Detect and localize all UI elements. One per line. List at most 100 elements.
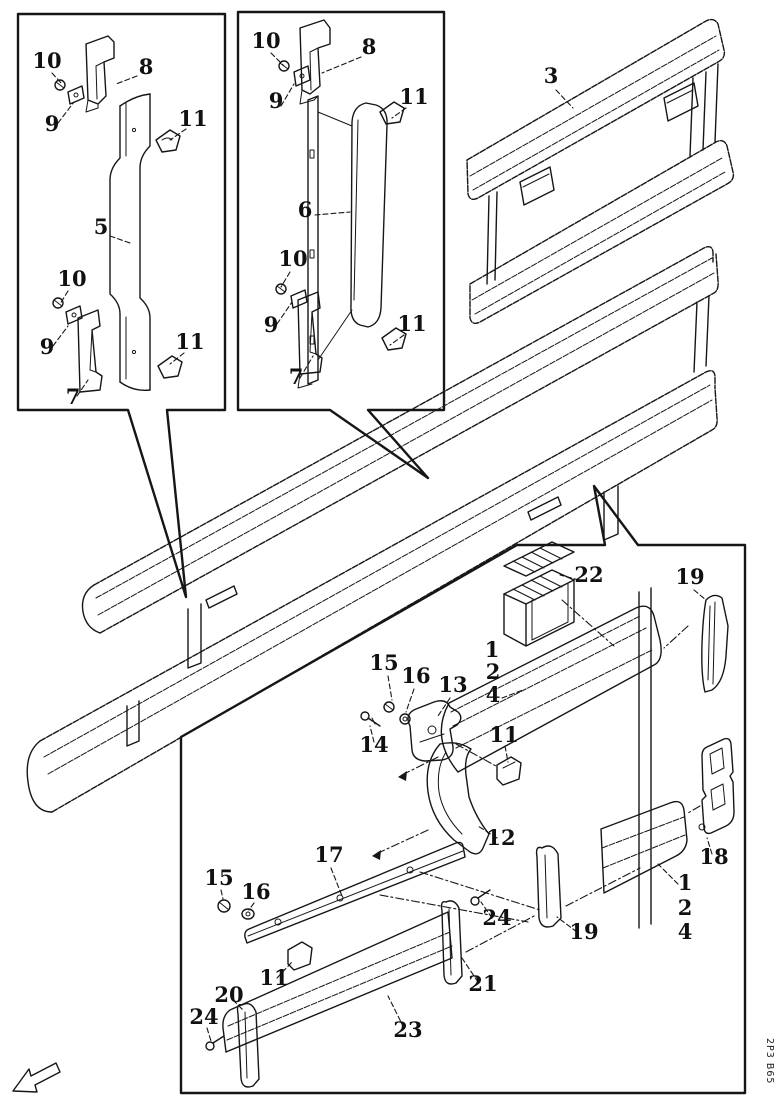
assembly-axis [455,743,497,767]
part-24-screw [470,889,491,906]
part-11-clip [381,327,407,351]
callout-detail-c-2[interactable]: 2 [486,659,501,684]
leader-lines-b [270,52,407,379]
callout-detail-a-10[interactable]: 10 [57,266,86,291]
detail-box-a-border [16,12,227,599]
callout-detail-c-13[interactable]: 13 [438,672,467,697]
callout-detail-c-20[interactable]: 20 [214,982,243,1007]
axis-arrowhead [398,771,407,781]
part-10-screw [52,297,64,309]
callout-detail-c-14[interactable]: 14 [359,732,388,757]
callout-detail-c-11[interactable]: 11 [489,722,518,747]
detail-box-c [179,484,747,1095]
callout-detail-b-8[interactable]: 8 [362,34,377,59]
callout-detail-c-2[interactable]: 2 [678,895,693,920]
callout-detail-b-11[interactable]: 11 [399,84,428,109]
part-11-clip [496,756,522,786]
callout-detail-c-23[interactable]: 23 [393,1017,422,1042]
callout-detail-a-10[interactable]: 10 [32,48,61,73]
callout-detail-c-15[interactable]: 15 [204,865,233,890]
part-13-bracket [407,700,462,762]
assembly-axis [561,599,615,647]
part-11-clip [287,941,313,971]
callout-detail-a-11[interactable]: 11 [175,329,204,354]
part-9-plate [67,85,85,105]
part-12-bracket [426,742,490,855]
callout-detail-c-12[interactable]: 12 [486,825,515,850]
callout-detail-c-19[interactable]: 19 [675,564,704,589]
direction-arrow-icon [12,1062,61,1093]
callout-detail-c-22[interactable]: 22 [574,562,603,587]
callout-detail-a-7[interactable]: 7 [66,384,81,409]
assembly-axis [375,829,429,855]
part-18-bracket [698,737,735,835]
callout-detail-b-9[interactable]: 9 [264,312,279,337]
callout-detail-c-18[interactable]: 18 [699,844,728,869]
callout-detail-c-1[interactable]: 1 [485,637,500,662]
leader-lines-c [206,574,713,1042]
callout-detail-b-10[interactable]: 10 [278,246,307,271]
detail-box-c-border [179,484,747,1095]
handle-cutout [663,82,699,122]
callout-detail-b-10[interactable]: 10 [251,28,280,53]
callout-detail-b-7[interactable]: 7 [289,364,304,389]
part-16-washer [241,908,255,920]
part-8-bracket [299,19,331,105]
callout-detail-b-6[interactable]: 6 [298,197,313,222]
callout-detail-c-11[interactable]: 11 [259,965,288,990]
detail-box-b [236,10,446,480]
part-10-screw [54,79,66,91]
part-21-bracket [440,900,463,985]
callout-detail-a-11[interactable]: 11 [178,106,207,131]
part-1-2-4-panel-upper [440,605,662,773]
handle-cutout [519,166,555,206]
callout-detail-c-24[interactable]: 24 [189,1004,218,1029]
callout-detail-a-9[interactable]: 9 [40,334,55,359]
part-7-bracket [297,291,323,389]
part-14-bolt [360,711,381,727]
part-20-bracket [236,1002,260,1088]
callout-detail-b-9[interactable]: 9 [269,88,284,113]
callout-detail-c-4[interactable]: 4 [678,919,693,944]
part-11-clip [379,101,405,125]
callout-detail-a-8[interactable]: 8 [139,54,154,79]
part-9-plate [293,65,311,87]
axis-arrowhead [372,850,381,860]
part-16-washer [399,713,411,725]
callout-detail-c-16[interactable]: 16 [401,663,430,688]
part-17-strip [244,841,466,944]
part-8-bracket [85,35,115,113]
part-11-clip [157,355,183,379]
callout-detail-b-11[interactable]: 11 [397,311,426,336]
part-11-clip [155,129,181,153]
assembly-axis [663,625,689,649]
part-3-rack-panel [466,18,735,325]
assembly-axis [687,805,701,814]
part-15-screw [383,701,395,713]
leader-lines-a [51,72,187,397]
part-19-bracket [701,594,729,693]
detail-box-b-border [236,10,446,480]
part-22-step-plate [503,541,575,647]
part-1-2-4-panel-lower [600,800,688,894]
callout-detail-c-24[interactable]: 24 [482,905,511,930]
part-9-plate [65,305,83,325]
callout-detail-c-17[interactable]: 17 [314,842,343,867]
callout-detail-c-16[interactable]: 16 [241,879,270,904]
assembly-axis [419,871,541,911]
callout-detail-a-9[interactable]: 9 [45,111,60,136]
callout-detail-c-1[interactable]: 1 [678,870,693,895]
upper-rail [81,245,719,669]
part-23-panel [222,911,453,1053]
callout-detail-c-15[interactable]: 15 [369,650,398,675]
callout-main-3[interactable]: 3 [544,63,559,88]
part-15-nut [217,899,231,913]
assembly-axis [379,894,529,923]
callout-detail-c-4[interactable]: 4 [486,682,501,707]
part-7-bracket [77,309,103,393]
callout-detail-a-5[interactable]: 5 [94,214,109,239]
callout-detail-c-19[interactable]: 19 [569,919,598,944]
callout-detail-c-21[interactable]: 21 [468,971,497,996]
